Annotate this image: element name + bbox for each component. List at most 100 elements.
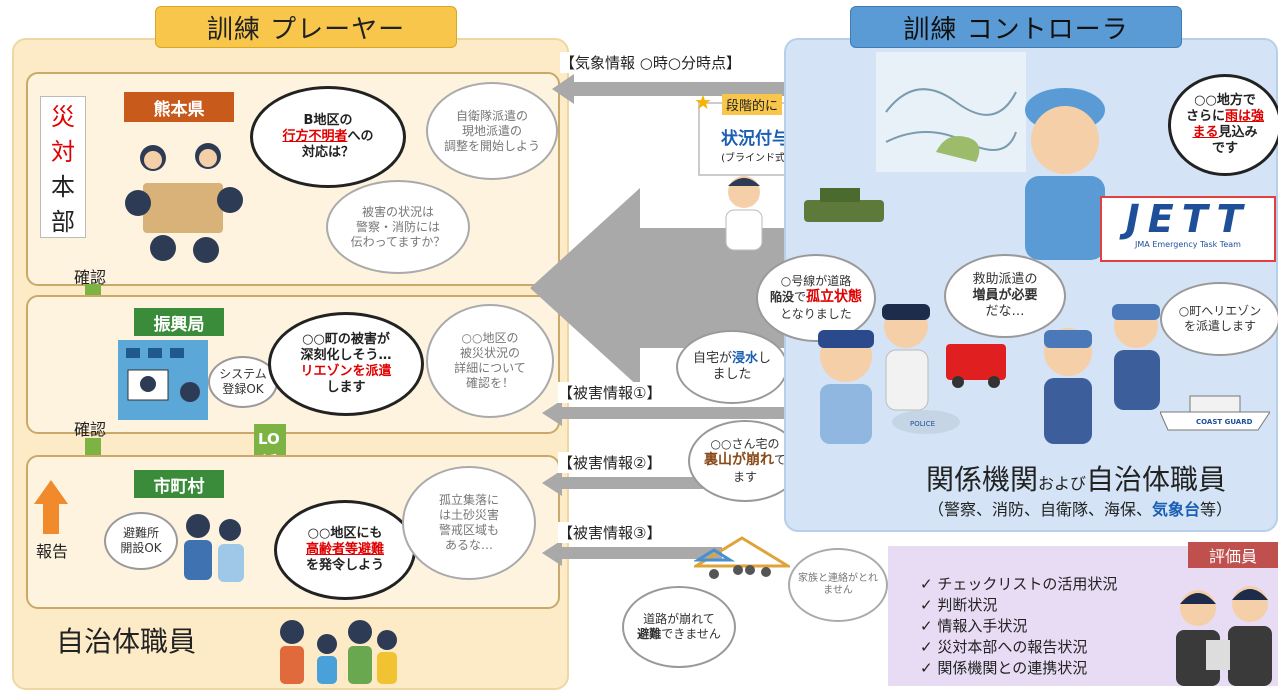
- military-vehicles: [804, 188, 884, 222]
- stage-main: 状況付与: [721, 129, 789, 149]
- bubble-line: だな…: [985, 304, 1025, 320]
- agencies-title-b: および: [1038, 474, 1087, 493]
- hq-char-4: 部: [51, 208, 75, 236]
- kumamoto-main-bubble: B地区の 行方不明者への 対応は？: [250, 86, 406, 188]
- family-contact-bubble: 家族と連絡がとれません: [788, 548, 888, 622]
- bubble-line: あるな…: [444, 538, 493, 552]
- evaluators-illustration: [1176, 586, 1272, 686]
- stage-sub: (ブラインド式): [721, 153, 789, 164]
- municipal-staff-label: 自治体職員: [56, 625, 197, 658]
- coast-guard-ship: [1160, 395, 1270, 431]
- coast-guard-label: COAST GUARD: [1196, 418, 1253, 426]
- bubble-line: て: [773, 453, 786, 468]
- bubble-line: ○○地区の: [461, 331, 519, 345]
- bubble-line: 現地派遣の: [461, 123, 522, 138]
- forecaster-illustration: [1025, 88, 1105, 260]
- bubble-line: を発令しよう: [305, 558, 384, 574]
- bubble-line: 対応は？: [301, 145, 354, 161]
- rain-keyword: 雨は強: [1225, 108, 1265, 124]
- lo-label: LO: [258, 430, 280, 448]
- check-item: チェックリストの活用状況: [920, 574, 1117, 595]
- damage-info-label-2: 【被害情報②】: [558, 452, 662, 473]
- house-illustration: [694, 536, 790, 579]
- office-building-illustration: [118, 340, 208, 420]
- liaison-dispatch-text: リエゾンを派遣: [300, 364, 392, 379]
- weather-map-illustration: [876, 52, 1026, 172]
- controller-title: 訓練 コントローラ: [850, 6, 1182, 48]
- road-keyword: 陥没: [769, 290, 794, 305]
- flood-bubble: 自宅が浸水しました: [676, 330, 788, 404]
- bubble-line: ○町へリエゾン: [1178, 304, 1262, 318]
- damage-info-label-3: 【被害情報③】: [558, 522, 662, 543]
- bubble-line: システム: [219, 367, 267, 381]
- rain-keyword-2: まる: [1192, 125, 1219, 140]
- shichoson-main-bubble: ○○地区にも 高齢者等避難 を発令しよう: [274, 500, 416, 600]
- player-title: 訓練 プレーヤー: [155, 6, 457, 48]
- responders-illustration: [818, 304, 1160, 444]
- bubble-line: 警戒区域も: [438, 523, 499, 537]
- bubble-line: 詳細について: [454, 361, 526, 375]
- rescue-bubble: 救助派遣の増員が必要だな…: [944, 254, 1066, 338]
- meeting-illustration: [125, 143, 243, 263]
- staff-illustration: [184, 514, 244, 582]
- damage-info-arrow-1: [542, 400, 832, 426]
- bubble-line: 被害の状況は: [361, 204, 434, 219]
- bubble-line: 道路が崩れて: [643, 612, 715, 626]
- bubble-line: で: [794, 290, 807, 305]
- agencies-sub-a: （警察、消防、自衛隊、海保、: [928, 500, 1153, 519]
- jma-keyword: 気象台: [1152, 500, 1201, 519]
- bubble-line: 見込み: [1218, 125, 1258, 140]
- bubble-line: は土砂災害: [438, 508, 499, 522]
- stage-tag: 段階的に: [722, 94, 783, 115]
- bubble-line: ません: [823, 585, 853, 596]
- rescue-keyword: 増員が必要: [972, 287, 1038, 303]
- bubble-line: B地区の: [303, 112, 353, 128]
- bubble-line: 被災状況の: [459, 346, 520, 360]
- jett-text: JETT: [1125, 197, 1251, 241]
- jett-sub: JMA Emergency Task Team: [1135, 240, 1241, 249]
- report-label-2: 報告: [36, 542, 69, 561]
- check-item: 災対本部への報告状況: [920, 637, 1117, 658]
- orange-up-arrow-2: [34, 480, 68, 534]
- damage-status-bubble: 被害の状況は警察・消防には伝わってますか？: [326, 180, 470, 274]
- damage-info-label-1: 【被害情報①】: [558, 382, 662, 403]
- bubble-line: 自宅が: [692, 350, 732, 366]
- star-icon: ★: [694, 90, 712, 114]
- bubble-line: 警察・消防には: [355, 219, 440, 234]
- agencies-sub-c: 等）: [1200, 500, 1233, 519]
- hq-char-3: 本: [51, 173, 75, 201]
- bubble-line: 家族と連絡がとれ: [798, 572, 878, 584]
- landslide-bubble: ○○さん宅の裏山が崩れてます: [688, 420, 802, 502]
- weather-info-label: 【気象情報 ○時○分時点】: [560, 52, 741, 73]
- road-isolation-bubble: ○号線が道路陥没で孤立状態となりました: [756, 254, 876, 342]
- agencies-title: 関係機関および自治体職員: [926, 458, 1226, 498]
- bubble-line: 登録OK: [222, 382, 264, 396]
- check-item: 関係機関との連携状況: [920, 658, 1117, 679]
- hq-char-2: 対: [51, 138, 75, 166]
- evaluator-label: 評価員: [1188, 542, 1278, 568]
- bubble-line: ○○さん宅の: [710, 437, 780, 452]
- bubble-line: 確認を！: [465, 376, 514, 390]
- elderly-evacuation-text: 高齢者等避難: [305, 541, 384, 557]
- bubble-line: 避難所: [122, 526, 159, 540]
- bubble-line: 孤立集落に: [438, 493, 499, 507]
- hq-char-1: 災: [51, 103, 75, 131]
- landslide-keyword: 裏山が崩れ: [703, 452, 774, 469]
- disaster-hq-sign: 災 対 本 部: [40, 96, 86, 238]
- residents-illustration: [280, 620, 397, 684]
- instructor-illustration: [725, 176, 763, 251]
- system-registered-bubble: システム登録OK: [208, 356, 278, 408]
- agencies-title-a: 関係機関: [926, 463, 1039, 496]
- bubble-line: 開設OK: [120, 541, 162, 555]
- shichoson-label: 市町村: [134, 470, 224, 498]
- evacuation-keyword: 避難: [637, 627, 662, 641]
- bubble-line: できません: [661, 627, 721, 641]
- missing-persons-text: 行方不明者: [282, 128, 348, 144]
- shinko-main-bubble: ○○町の被害が深刻化しそう… リエゾンを派遣します: [268, 312, 424, 416]
- district-detail-bubble: ○○地区の被災状況の詳細について確認を！: [426, 304, 554, 418]
- bubble-line: ○号線が道路: [780, 274, 852, 289]
- liaison-heli-bubble: ○町へリエゾンを派遣します: [1160, 282, 1278, 356]
- bubble-line: への: [347, 128, 374, 144]
- bubble-line: 自衛隊派遣の: [455, 108, 528, 123]
- bubble-line: し: [758, 350, 772, 366]
